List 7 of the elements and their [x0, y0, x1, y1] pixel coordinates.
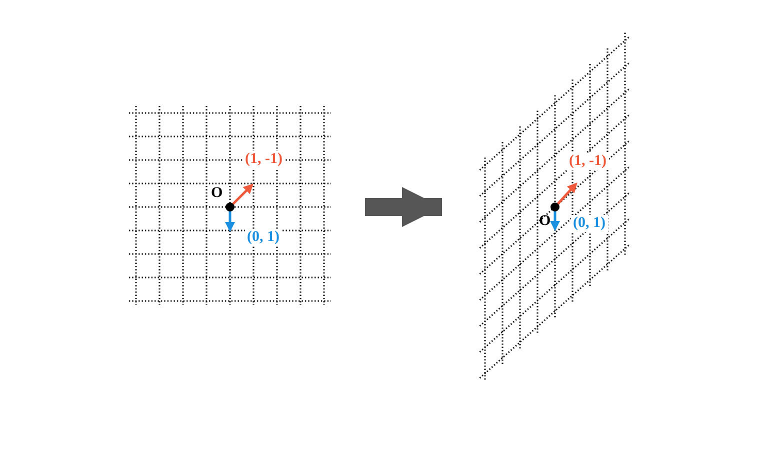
- vector-label: (0, 1): [245, 229, 282, 246]
- vector-label: (0, 1): [571, 215, 608, 232]
- vector-label: (1, -1): [243, 151, 284, 168]
- vector-label: (1, -1): [567, 153, 608, 170]
- block-arrow: [365, 187, 442, 227]
- origin-label: O: [211, 186, 223, 201]
- origin-label: O: [539, 214, 551, 229]
